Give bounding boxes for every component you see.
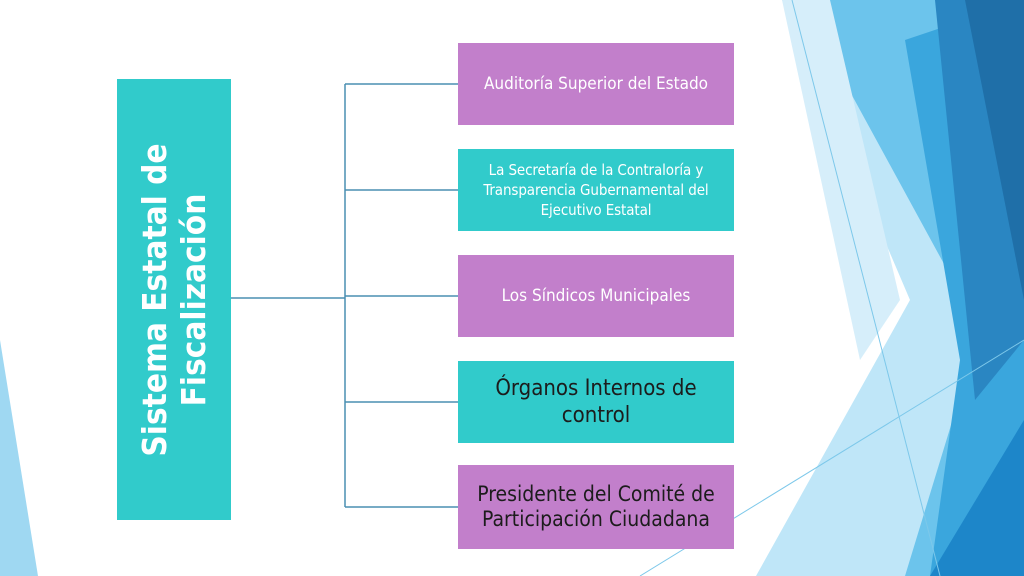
root-node-label: Sistema Estatal de Fiscalización [135, 142, 213, 457]
right-accent-shape-bottom [930, 420, 1024, 576]
child-node-label: La Secretaría de la Contraloría y Transp… [483, 161, 709, 219]
child-node-presidente: Presidente del Comité de Participación C… [458, 465, 734, 549]
left-accent-shape [0, 340, 38, 576]
child-node-label: Auditoría Superior del Estado [483, 74, 709, 94]
child-node-secretaria: La Secretaría de la Contraloría y Transp… [458, 149, 734, 231]
child-node-label: Presidente del Comité de Participación C… [477, 482, 715, 531]
right-accent-line [791, 0, 941, 576]
child-node-label: Órganos Internos de control [495, 376, 697, 428]
root-node: Sistema Estatal de Fiscalización [117, 79, 231, 520]
child-node-sindicos: Los Síndicos Municipales [458, 255, 734, 337]
right-accent-shape-dark [965, 0, 1024, 300]
child-node-auditoria: Auditoría Superior del Estado [458, 43, 734, 125]
child-node-organos: Órganos Internos de control [458, 361, 734, 443]
child-node-label: Los Síndicos Municipales [501, 286, 691, 306]
right-accent-shape-pale [782, 0, 900, 360]
